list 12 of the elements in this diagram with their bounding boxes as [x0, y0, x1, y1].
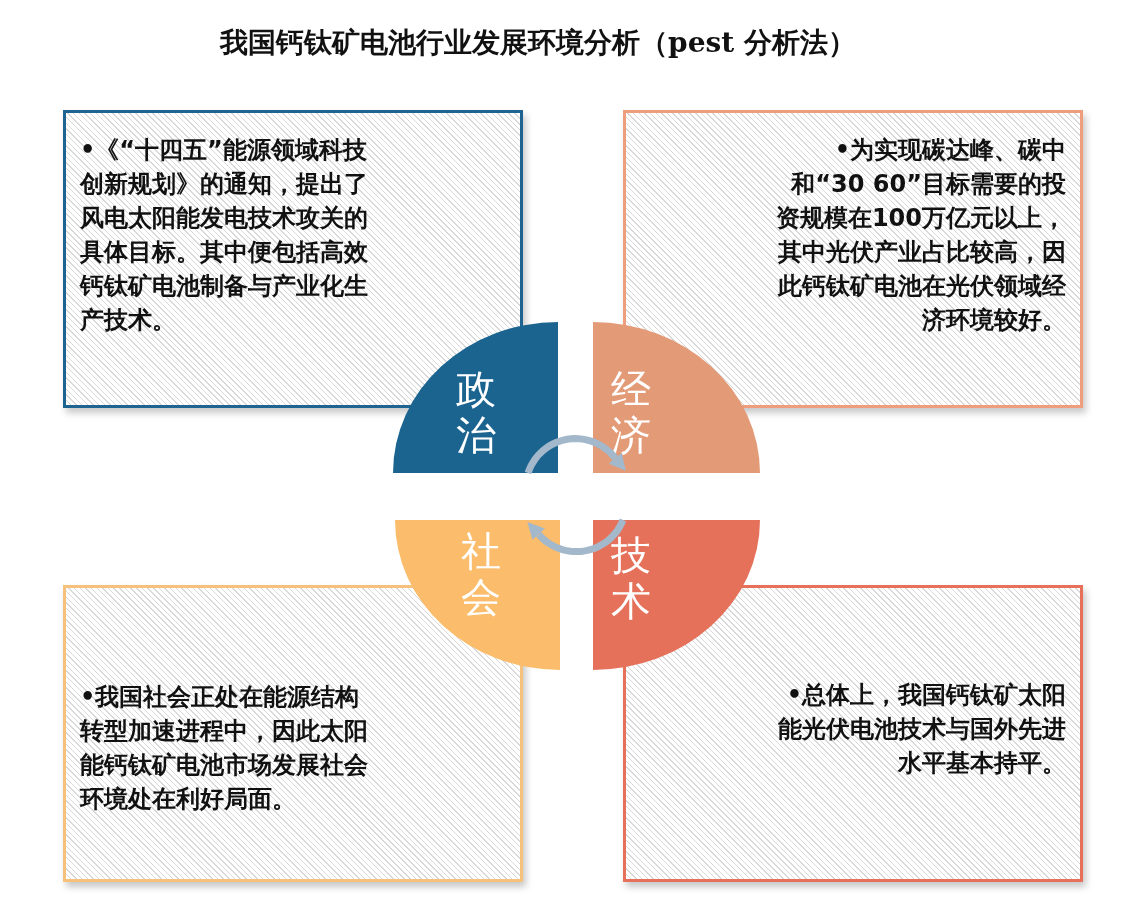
panel-text: •为实现碳达峰、碳中和“30 60”目标需要的投资规模在100万亿元以上，其中光伏产业占比较高，因此钙钛矿电池在光伏领域经济环境较好。	[774, 135, 1066, 336]
segment-label: 政治	[455, 366, 497, 458]
curved-arrow	[524, 435, 626, 475]
segment-label: 社会	[460, 528, 502, 620]
panel-text: •《“十四五”能源领域科技创新规划》的通知，提出了风电太阳能发电技术攻关的具体目标。其中便包括高效钙钛矿电池制备与产业化生产技术。	[80, 135, 369, 336]
title-text: 我国钙钛矿电池行业发展环境分析（pest 分析法）	[220, 25, 856, 61]
segment-label: 技术	[610, 532, 652, 624]
info-panel	[63, 110, 523, 408]
curved-arrow	[527, 518, 627, 556]
panel-text: •我国社会正处在能源结构转型加速进程中，因此太阳能钙钛矿电池市场发展社会环境处在利好局面。	[80, 682, 369, 815]
segment-label: 经济	[610, 366, 652, 458]
panel-text: •总体上，我国钙钛矿太阳能光伏电池技术与国外先进水平基本持平。	[777, 680, 1066, 779]
